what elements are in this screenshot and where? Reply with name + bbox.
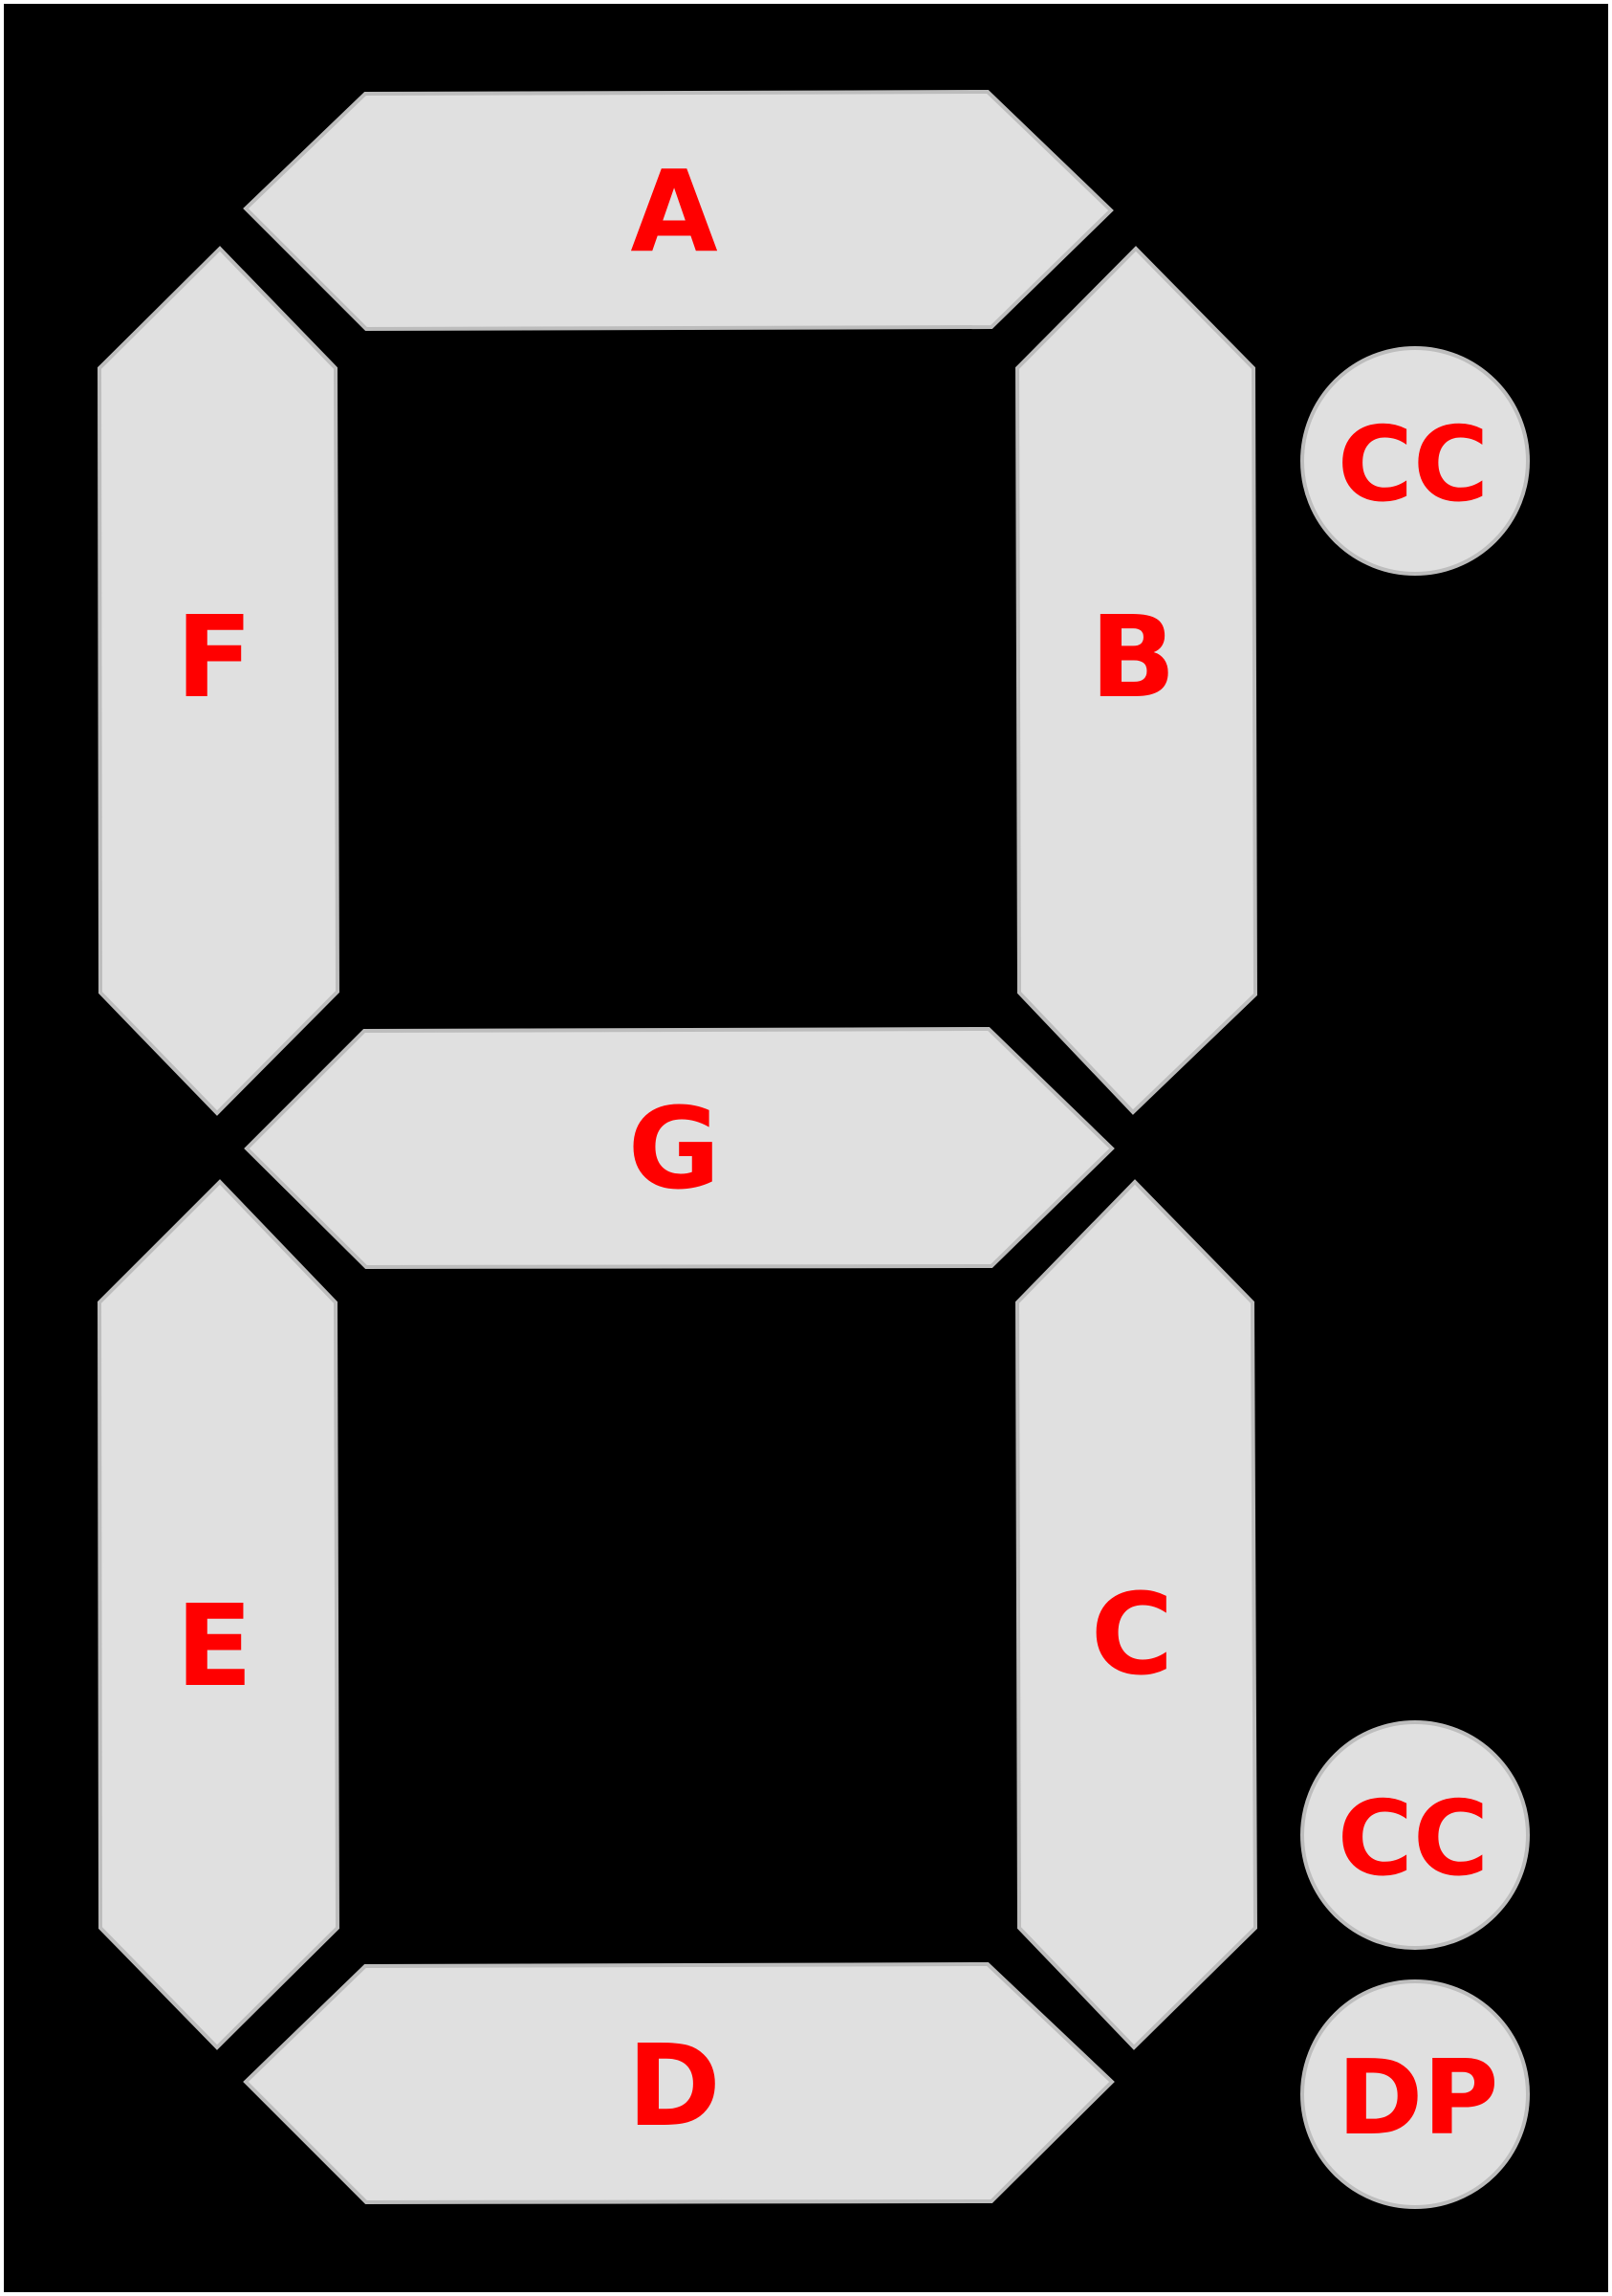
segment-g: G: [244, 1026, 1115, 1270]
segment-d-label: D: [627, 2020, 721, 2152]
segment-c: C: [1014, 1179, 1258, 2050]
segment-c-label: C: [1091, 1568, 1174, 1700]
segment-d: D: [243, 1961, 1115, 2205]
segment-b-label: B: [1090, 591, 1176, 723]
pin-cc-bottom-label: CC: [1338, 1780, 1490, 1899]
segment-e: E: [97, 1179, 340, 2050]
segment-g-label: G: [628, 1082, 721, 1214]
segment-a-label: A: [630, 145, 717, 277]
pin-cc-top: CC: [1300, 346, 1530, 576]
segment-a: A: [243, 89, 1114, 332]
pin-cc-bottom: CC: [1300, 1720, 1530, 1950]
segment-e-label: E: [176, 1580, 253, 1712]
pin-dp: DP: [1300, 1979, 1530, 2209]
segment-f-label: F: [176, 591, 253, 723]
pin-dp-label: DP: [1338, 2039, 1499, 2158]
segment-b: B: [1014, 246, 1258, 1115]
pin-cc-top-label: CC: [1338, 405, 1490, 525]
segment-f: F: [97, 246, 340, 1116]
